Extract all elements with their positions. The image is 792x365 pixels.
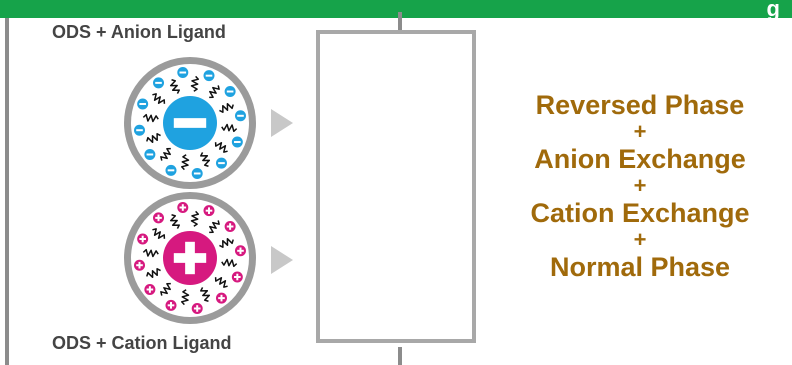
column-outlet (398, 347, 402, 365)
ligand-cation-icon (177, 202, 188, 213)
ligand-anion-icon (153, 77, 164, 88)
ligand-anion-icon (225, 86, 236, 97)
big-particles (124, 57, 256, 324)
ligand-cation-icon (192, 303, 203, 314)
anion-ligand-particle (124, 57, 256, 189)
ligand-anion-icon (165, 165, 176, 176)
ligand-cation-icon (235, 245, 246, 256)
mode-plus-1: + (490, 122, 790, 142)
center-anion-icon (163, 96, 217, 150)
ligand-anion-icon (232, 137, 243, 148)
ligand-anion-icon (134, 125, 145, 136)
arrow-anion (271, 109, 293, 137)
ligand-anion-icon (177, 67, 188, 78)
cation-ligand-particle (124, 192, 256, 324)
ligand-cation-icon (204, 205, 215, 216)
ligand-cation-icon (137, 233, 148, 244)
column-inlet (398, 12, 402, 32)
mode-plus-2: + (490, 176, 790, 196)
ligand-cation-icon (165, 300, 176, 311)
ligand-anion-icon (144, 149, 155, 160)
mode-reversed-phase: Reversed Phase (490, 88, 790, 122)
ligand-anion-icon (204, 70, 215, 81)
mode-normal-phase: Normal Phase (490, 250, 790, 284)
ligand-cation-icon (134, 260, 145, 271)
ligand-cation-icon (153, 212, 164, 223)
separation-modes: Reversed Phase + Anion Exchange + Cation… (490, 88, 790, 284)
ligand-anion-icon (216, 158, 227, 169)
mode-anion-exchange: Anion Exchange (490, 142, 790, 176)
ligand-anion-icon (235, 110, 246, 121)
mode-plus-3: + (490, 230, 790, 250)
ligand-cation-icon (232, 272, 243, 283)
center-cation-icon (163, 231, 217, 285)
column-body (316, 30, 476, 343)
arrow-cation (271, 246, 293, 274)
ligand-cation-icon (225, 221, 236, 232)
mode-cation-exchange: Cation Exchange (490, 196, 790, 230)
ligand-cation-icon (216, 293, 227, 304)
ligand-anion-icon (137, 98, 148, 109)
ligand-cation-icon (144, 284, 155, 295)
ligand-anion-icon (192, 168, 203, 179)
